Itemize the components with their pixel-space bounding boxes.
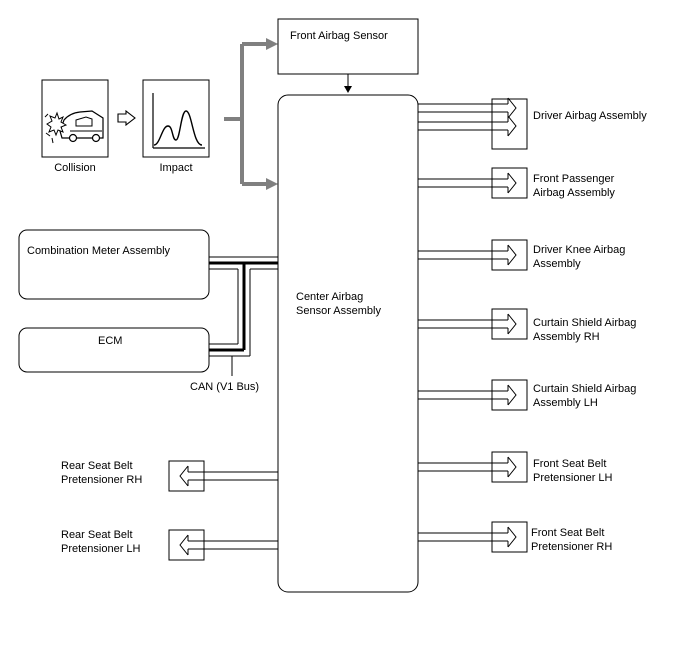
output-label-curtain-shield-rh: Curtain Shield Airbag Assembly RH [533,317,637,343]
impact-label: Impact [159,162,193,174]
collision-to-impact-arrow [117,109,136,127]
connector-rear-seat-belt-lh [168,529,278,561]
center-airbag-sensor-label: Center Airbag Sensor Assembly [296,291,381,317]
output-label-driver-airbag: Driver Airbag Assembly [533,110,647,122]
output-label-driver-knee-airbag: Driver Knee Airbag Assembly [533,244,626,270]
input-branch-arrow [224,38,278,190]
output-label-front-seat-belt-rh: Front Seat Belt Pretensioner RH [531,527,613,553]
connector-front-seat-belt-rh [418,521,528,553]
connector-front-seat-belt-lh [418,451,528,483]
collision-icon [41,79,109,158]
output-label-front-passenger-airbag: Front Passenger Airbag Assembly [533,173,615,199]
connector-driver-airbag [418,97,528,150]
center-airbag-sensor-box [277,94,419,593]
connector-front-passenger-airbag [418,167,528,199]
connector-curtain-shield-rh [418,308,528,340]
front-airbag-sensor-label: Front Airbag Sensor [290,30,388,42]
connector-rear-seat-belt-rh [168,460,278,492]
combination-meter-label: Combination Meter Assembly [27,245,171,257]
can-bus-lines [209,256,278,376]
output-label-rear-seat-belt-lh: Rear Seat Belt Pretensioner LH [61,529,141,555]
collision-label: Collision [54,162,96,174]
output-label-rear-seat-belt-rh: Rear Seat Belt Pretensioner RH [61,460,143,486]
combination-meter-box [18,229,210,300]
ecm-label: ECM [98,335,123,347]
connector-driver-knee-airbag [418,239,528,271]
output-label-curtain-shield-lh: Curtain Shield Airbag Assembly LH [533,383,637,409]
front-airbag-sensor-box [277,18,419,75]
output-label-front-seat-belt-lh: Front Seat Belt Pretensioner LH [533,458,613,484]
can-bus-label: CAN (V1 Bus) [190,381,260,393]
impact-graph-icon [142,79,210,158]
connector-curtain-shield-lh [418,379,528,411]
